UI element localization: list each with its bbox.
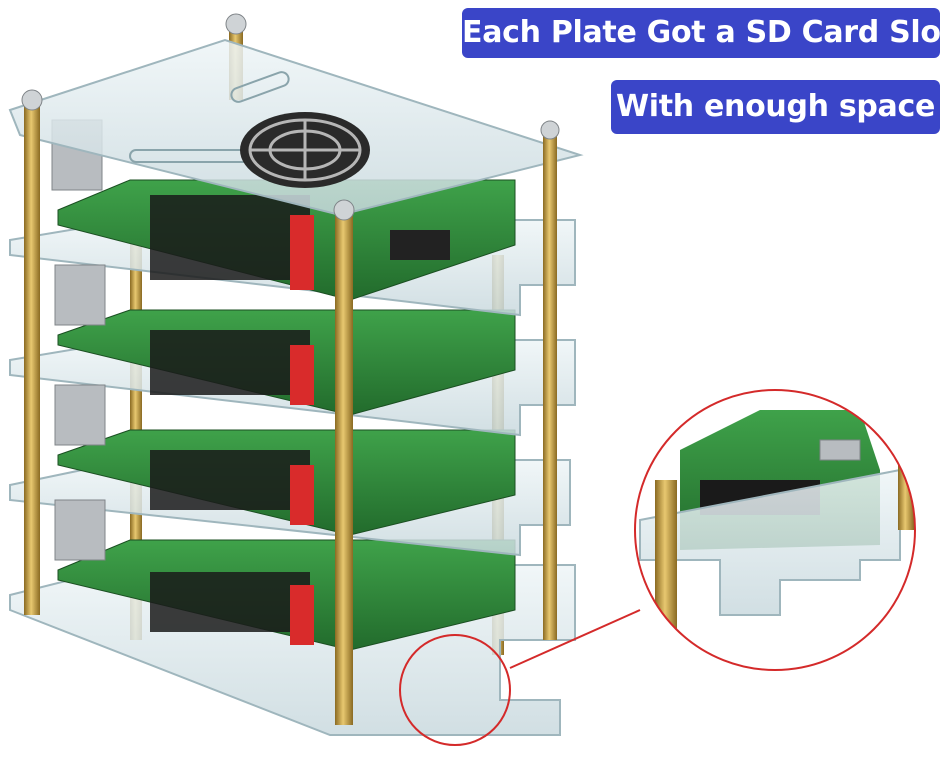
board-layer-4 — [57, 539, 516, 651]
ports-side — [51, 119, 106, 561]
callout — [399, 389, 916, 746]
zoom-circle — [634, 389, 916, 671]
callout-connector — [509, 609, 641, 669]
front-standoffs — [21, 13, 560, 725]
board-layer-2 — [57, 309, 516, 416]
callout-small-circle — [399, 634, 511, 746]
zoom-detail — [635, 390, 915, 670]
caption-enough-space: With enough space — [611, 80, 940, 134]
caption-sd-card-slot: Each Plate Got a SD Card Slot — [462, 8, 948, 58]
board-layer-1 — [57, 179, 516, 301]
board-layer-3 — [57, 429, 516, 536]
fan — [240, 112, 370, 188]
